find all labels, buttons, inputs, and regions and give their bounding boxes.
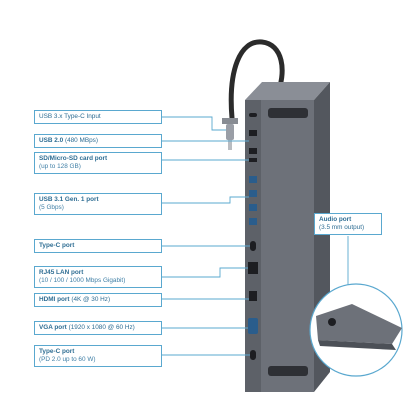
vent-top — [268, 108, 308, 118]
port-type-c-input — [249, 113, 257, 117]
dock-front — [245, 100, 314, 392]
label-sd-detail: (up to 128 GB) — [39, 163, 81, 170]
label-usb31-detail: (5 Gbps) — [39, 204, 64, 211]
label-hdmi-title: HDMI port — [39, 296, 70, 303]
port-rj45 — [248, 262, 258, 274]
label-usb2-detail: (480 MBps) — [64, 137, 98, 144]
label-hdmi: HDMI port (4K @ 30 Hz) — [34, 293, 162, 307]
label-usb2: USB 2.0 (480 MBps) — [34, 134, 162, 148]
label-usb31-title: USB 3.1 Gen. 1 port — [39, 196, 99, 203]
label-type-c: Type-C port — [34, 239, 162, 253]
label-vga: VGA port (1920 x 1080 @ 60 Hz) — [34, 321, 162, 335]
label-rj45-title: RJ45 LAN port — [39, 269, 84, 276]
label-sd-title: SD/Micro-SD card port — [39, 155, 108, 162]
type-c-plug — [226, 124, 234, 140]
label-type-c-pd-title: Type-C port — [39, 348, 75, 355]
label-audio-title: Audio port — [319, 216, 352, 223]
port-microsd — [249, 158, 257, 162]
label-type-c-input: USB 3.x Type-C Input — [34, 110, 162, 124]
port-hdmi — [249, 291, 257, 301]
audio-zoom-edge — [318, 340, 396, 350]
port-type-c-pd — [250, 350, 256, 360]
label-rj45: RJ45 LAN port (10 / 100 / 1000 Mbps Giga… — [34, 266, 162, 288]
cable-collar — [222, 118, 238, 124]
port-type-c — [250, 241, 256, 251]
label-audio: Audio port (3.5 mm output) — [314, 213, 382, 235]
label-vga-title: VGA port — [39, 324, 67, 331]
label-usb31: USB 3.1 Gen. 1 port (5 Gbps) — [34, 193, 162, 215]
port-sd — [249, 148, 257, 154]
port-vga — [248, 318, 258, 334]
label-audio-detail: (3.5 mm output) — [319, 224, 365, 231]
label-type-c-title: Type-C port — [39, 242, 75, 249]
label-hdmi-detail: (4K @ 30 Hz) — [71, 296, 111, 303]
vent-bottom — [268, 366, 308, 376]
label-rj45-detail: (10 / 100 / 1000 Mbps Gigabit) — [39, 277, 126, 284]
label-type-c-pd-detail: (PD 2.0 up to 60 W) — [39, 356, 96, 363]
port-usb3-4 — [249, 218, 257, 225]
audio-zoom-body — [316, 304, 402, 344]
label-type-c-input-title: USB 3.x Type-C Input — [39, 113, 101, 120]
port-usb3-1 — [249, 176, 257, 183]
type-c-tip — [228, 140, 232, 150]
label-vga-detail: (1920 x 1080 @ 60 Hz) — [68, 324, 135, 331]
dock-top — [245, 82, 330, 100]
label-type-c-pd: Type-C port (PD 2.0 up to 60 W) — [34, 345, 162, 367]
label-usb2-title: USB 2.0 — [39, 137, 64, 144]
port-usb3-3 — [249, 204, 257, 211]
port-usb3-2 — [249, 190, 257, 197]
usb-cable — [228, 39, 285, 121]
leader-lines — [162, 116, 349, 356]
audio-jack — [328, 318, 336, 326]
port-usb2 — [249, 130, 257, 136]
label-sd-card: SD/Micro-SD card port (up to 128 GB) — [34, 152, 162, 174]
